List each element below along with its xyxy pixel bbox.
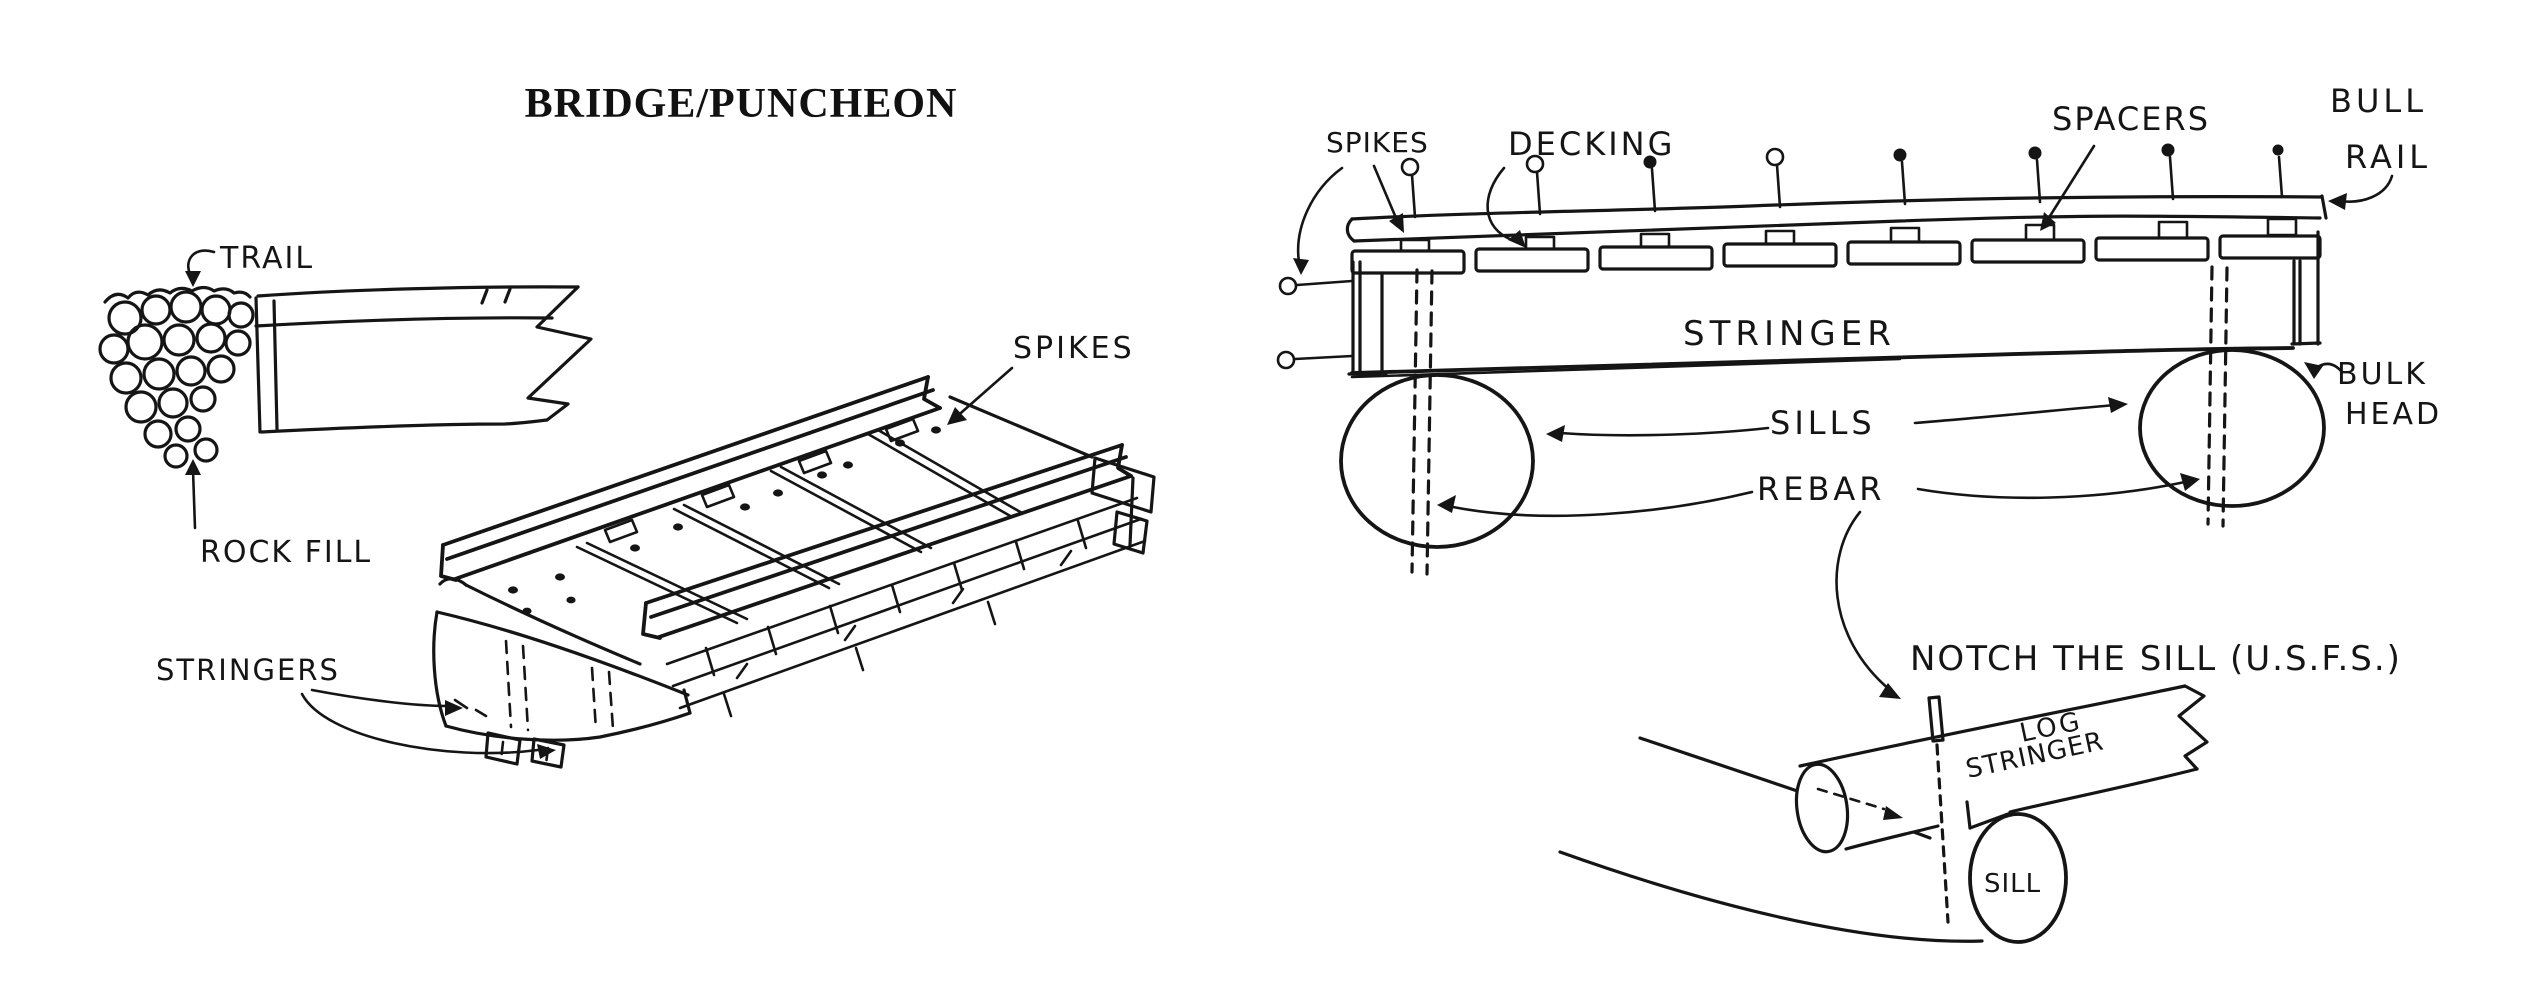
decking-arrow: [1486, 166, 1526, 248]
rebar-dashed-lines: [1410, 265, 2229, 576]
sill-right-circle: [2138, 348, 2326, 508]
bull-rail-label-2: RAIL: [2345, 138, 2431, 176]
bulkhead-arrow: [2304, 362, 2344, 379]
deck-surface: [438, 395, 1094, 666]
rail-spacer-blocks: [603, 417, 920, 544]
bull-rail-label-1: BULL: [2330, 82, 2427, 120]
rock-fill-label: ROCK FILL: [200, 535, 372, 570]
bull-rail-arrow: [2328, 174, 2394, 210]
elevation-figure: SPIKES DECKING SPACERS BULL RAIL STRINGE…: [1276, 82, 2442, 699]
bull-rail-side: [1345, 194, 2328, 243]
stringer-label: STRINGER: [1683, 314, 1896, 354]
far-bull-rail: [439, 375, 942, 582]
detail-rebar-pin: [1816, 695, 1950, 924]
notch-detail-figure: NOTCH THE SILL (U.S.F.S.) LOG STRINGER S…: [1558, 639, 2402, 944]
bulkhead-label-2: HEAD: [2345, 397, 2442, 432]
bulkhead-posts: [1347, 230, 2322, 377]
perspective-spikes-label: SPIKES: [1013, 331, 1135, 366]
detail-sill-label: SILL: [1984, 869, 2041, 899]
stringers-label: STRINGERS: [156, 653, 340, 687]
stringers-arrows: [300, 688, 556, 759]
detail-sill-end: [1968, 812, 2068, 944]
page-title: BRIDGE/PUNCHEON: [525, 81, 958, 127]
head-on-spikes: [1276, 276, 1354, 370]
detail-log-stringer: [1794, 684, 2209, 854]
sill-left-circle: [1339, 373, 1535, 549]
elevation-spikes-arrows: [1293, 164, 1404, 275]
deck-spike-dots: [508, 426, 941, 615]
rock-fill-arrow: [185, 459, 201, 530]
rebar-arrows: [1437, 473, 2200, 699]
decking-boards: [1350, 234, 2322, 275]
bulkhead-label-1: BULK: [2337, 357, 2428, 392]
rebar-label: REBAR: [1757, 470, 1886, 508]
notch-caption: NOTCH THE SILL (U.S.F.S.): [1910, 639, 2402, 679]
elevation-spikes-label: SPIKES: [1326, 126, 1429, 159]
right-end-support: [1090, 456, 1156, 555]
sills-arrows: [1546, 397, 2128, 442]
rock-fill-drawing: [98, 285, 255, 469]
side-skirt: [665, 496, 1147, 718]
spacers-label: SPACERS: [2052, 100, 2210, 138]
near-bull-rail: [641, 443, 1133, 640]
trail-beam-drawing: [254, 285, 593, 434]
spacers-arrow: [2040, 144, 2096, 231]
trail-arrow: [185, 249, 216, 287]
decking-label: DECKING: [1508, 125, 1675, 163]
cross-section-figure: TRAIL ROCK FILL: [98, 241, 593, 570]
trail-label: TRAIL: [219, 241, 314, 276]
perspective-spikes-arrow: [947, 366, 1014, 425]
sills-label: SILLS: [1770, 404, 1876, 442]
perspective-figure: SPIKES STRINGERS: [156, 331, 1156, 769]
front-end-face: [432, 610, 692, 769]
spike-pins: [1400, 143, 2284, 219]
